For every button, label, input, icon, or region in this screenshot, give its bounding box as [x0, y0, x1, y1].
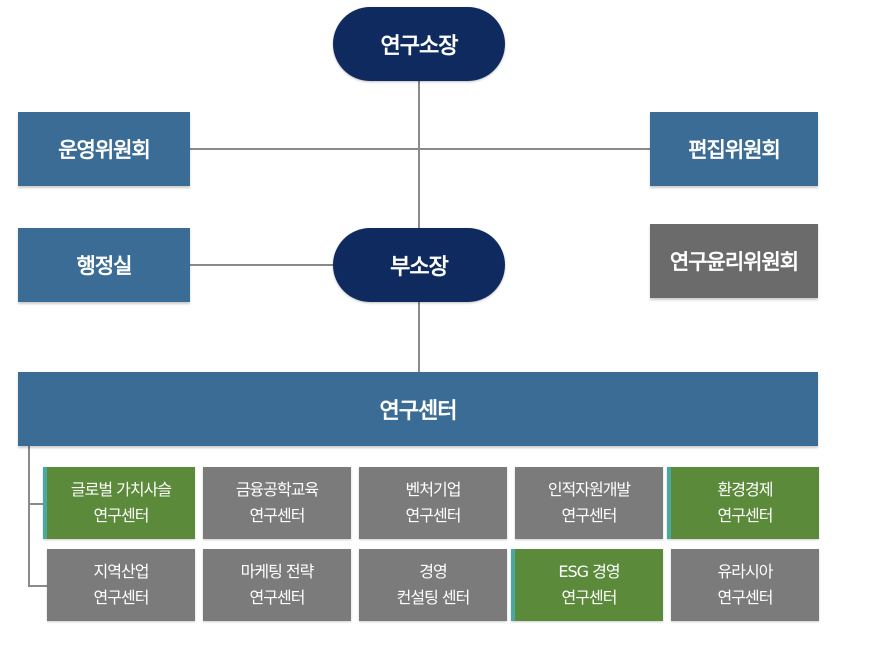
- deputy-director-node: 부소장: [333, 228, 505, 302]
- research-center-item-suffix: 연구센터: [561, 588, 618, 607]
- connector-deputy-to-centers: [418, 300, 420, 372]
- connector-committees: [190, 148, 650, 150]
- research-center-item-name: 지역산업: [93, 562, 150, 581]
- operating-committee-node: 운영위원회: [18, 112, 190, 186]
- research-center-item-suffix: 연구센터: [561, 506, 618, 525]
- connector-admin-to-deputy: [190, 264, 336, 266]
- research-center-item-suffix: 연구센터: [249, 506, 306, 525]
- connector-center-branch-row1: [28, 503, 48, 505]
- research-center-item-name: 인적자원개발: [547, 480, 631, 499]
- research-center-item-name: 벤처기업: [405, 480, 462, 499]
- admin-office-node: 행정실: [18, 228, 190, 302]
- research-center-item-suffix: 연구센터: [249, 588, 306, 607]
- research-center-item-suffix: 연구센터: [717, 506, 774, 525]
- research-center-item-name: ESG 경영: [558, 562, 620, 581]
- research-center-item-name: 마케팅 전략: [240, 562, 315, 581]
- research-center-item-suffix: 컨설팅 센터: [396, 588, 471, 607]
- connector-center-branch-row2: [28, 585, 48, 587]
- connector-director-to-deputy: [418, 80, 420, 230]
- research-center-item-name: 환경경제: [717, 480, 774, 499]
- research-center-item-suffix: 연구센터: [717, 588, 774, 607]
- research-center-item-suffix: 연구센터: [93, 588, 150, 607]
- research-center-item-name: 유라시아: [717, 562, 774, 581]
- director-node: 연구소장: [333, 7, 505, 81]
- research-center-item-name: 경영: [419, 562, 447, 581]
- ethics-committee-node: 연구윤리위원회: [650, 224, 818, 298]
- research-center-item-suffix: 연구센터: [405, 506, 462, 525]
- connector-center-branch-vertical: [28, 446, 30, 586]
- research-center-item-suffix: 연구센터: [93, 506, 150, 525]
- research-center-item-name: 금융공학교육: [235, 480, 319, 499]
- research-center-bar: 연구센터: [18, 372, 818, 446]
- editorial-committee-node: 편집위원회: [650, 112, 818, 186]
- research-center-item-name: 글로벌 가치사슬: [70, 480, 172, 499]
